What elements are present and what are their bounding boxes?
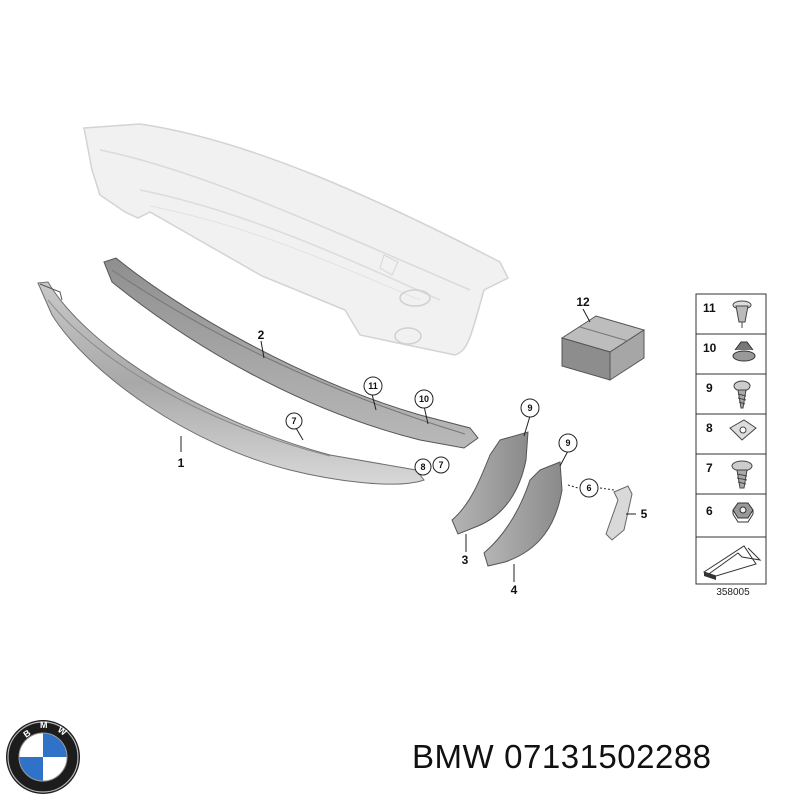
callout-5: 5	[641, 507, 648, 521]
callout-7b-circle: 7	[432, 456, 450, 474]
callout-1: 1	[178, 456, 185, 470]
caption-brand: BMW	[412, 738, 495, 775]
callout-12: 12	[576, 295, 590, 309]
callout-7a: 7	[291, 416, 296, 426]
callout-9a-circle: 9	[520, 398, 540, 418]
callout-4: 4	[511, 583, 518, 597]
logo-letter-m: M	[40, 720, 48, 730]
callout-3: 3	[462, 553, 469, 567]
callout-10-circle: 10	[414, 389, 434, 409]
callout-11: 11	[368, 381, 378, 391]
callout-2: 2	[258, 328, 265, 342]
legend-label-11: 11	[703, 301, 716, 315]
part-5-bracket	[605, 485, 633, 541]
flange-nut-icon	[732, 341, 756, 362]
reference-arrow-icon	[702, 545, 762, 580]
hex-nut-icon	[732, 502, 754, 523]
part-1-spoiler-strip	[37, 281, 425, 485]
part-3-side-trim	[451, 431, 529, 535]
diagram-code: 358005	[716, 587, 750, 598]
legend-label-9: 9	[706, 381, 713, 395]
callout-11-circle: 11	[363, 376, 383, 396]
front-bumper	[83, 123, 510, 356]
part-4-side-trim	[483, 461, 563, 567]
callout-6-circle: 6	[579, 478, 599, 498]
screw-icon	[733, 380, 751, 409]
clip-nut-icon	[729, 419, 757, 441]
callout-8-circle: 8	[414, 458, 432, 476]
part-12-box	[560, 315, 646, 381]
legend-label-7: 7	[706, 461, 713, 475]
callout-10: 10	[419, 394, 429, 404]
callout-9b: 9	[565, 438, 570, 448]
callout-9b-circle: 9	[558, 433, 578, 453]
bmw-logo: B M W	[6, 720, 80, 794]
callout-8: 8	[420, 462, 425, 472]
part-2-upper-bar	[103, 257, 479, 449]
legend-label-10: 10	[703, 341, 717, 355]
fastener-legend: 11 10 9 8 7 6	[695, 293, 767, 585]
callout-9a: 9	[527, 403, 532, 413]
callout-7b: 7	[438, 460, 443, 470]
logo-letter-b: B	[21, 727, 32, 739]
caption-part-number: 07131502288	[504, 738, 712, 775]
callout-6: 6	[586, 483, 591, 493]
expanding-rivet-icon	[731, 460, 753, 489]
clip-rivet-icon	[732, 300, 752, 328]
callout-7a-circle: 7	[285, 412, 303, 430]
legend-label-6: 6	[706, 504, 713, 518]
legend-label-8: 8	[706, 421, 713, 435]
